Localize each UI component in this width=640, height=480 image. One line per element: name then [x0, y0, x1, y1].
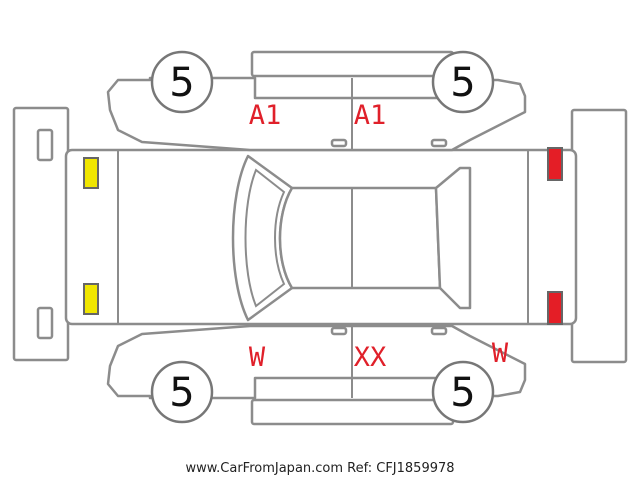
wheel-front-right: 5	[150, 360, 214, 424]
wheel-front-right-score: 5	[169, 370, 194, 416]
damage-mark-w-rear: W	[492, 338, 509, 369]
wheel-rear-right-score: 5	[450, 370, 475, 416]
wheel-front-left-score: 5	[169, 60, 194, 106]
damage-mark-w-windshield: W	[249, 342, 266, 373]
rear-bumper	[570, 108, 628, 364]
damage-mark-a1-front: A1	[249, 100, 282, 131]
damage-mark-xx-door: XX	[354, 342, 387, 373]
footer-credit: www.CarFromJapan.com Ref: CFJ1859978	[185, 461, 454, 476]
taillight-right	[547, 291, 563, 325]
wheel-rear-right: 5	[431, 360, 495, 424]
rear-window	[434, 166, 472, 310]
damage-mark-a1-rear: A1	[354, 100, 387, 131]
wheel-rear-left-score: 5	[450, 60, 475, 106]
left-side-view	[106, 50, 527, 152]
right-side-view	[106, 324, 527, 426]
wheel-rear-left: 5	[431, 50, 495, 114]
front-bumper	[12, 106, 70, 362]
roof	[278, 186, 442, 290]
headlight-left	[83, 157, 99, 189]
wheel-front-left: 5	[150, 50, 214, 114]
taillight-left	[547, 147, 563, 181]
headlight-right	[83, 283, 99, 315]
